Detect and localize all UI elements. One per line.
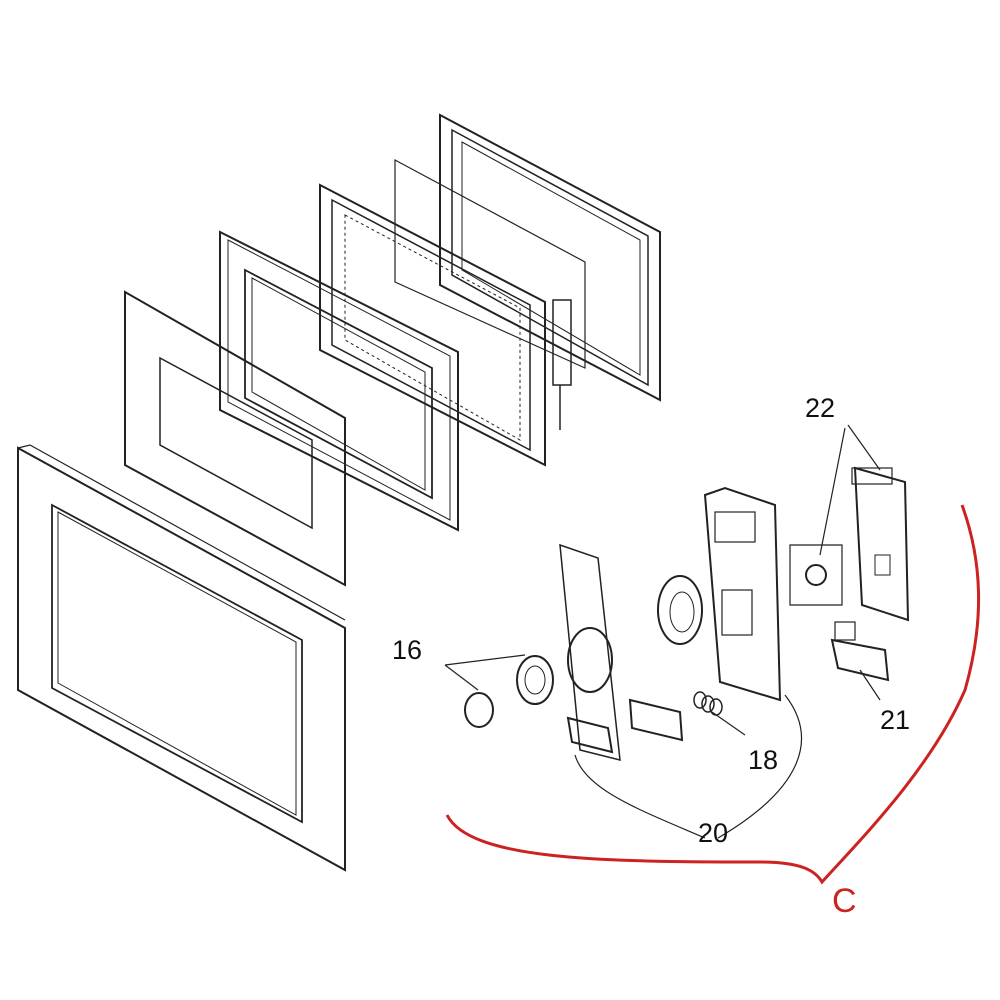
callout-22: 22 (805, 393, 836, 423)
nut-ring (657, 575, 703, 645)
control-bracket-20 (703, 486, 782, 702)
door-choke-frame (319, 183, 546, 467)
callout-20: 20 (698, 818, 729, 848)
callout-16: 16 (392, 635, 423, 665)
switch-part-21 (830, 621, 890, 682)
group-bracket-c (445, 504, 981, 885)
callout-18: 18 (748, 745, 779, 775)
switch-plate-22 (789, 544, 843, 606)
door-screen-sheet (394, 158, 586, 369)
callout-21: 21 (880, 705, 911, 735)
door-back-frame (439, 113, 661, 402)
door-glass-panel (124, 290, 346, 587)
group-label-c: C (832, 882, 857, 920)
door-outer-panel (17, 444, 346, 872)
circuit-board-22 (851, 466, 910, 622)
door-inner-frame (219, 230, 459, 532)
door-latch (552, 299, 572, 430)
spring-part-18 (693, 691, 723, 716)
knob-part-16 (464, 655, 554, 728)
callout-leaders (444, 424, 881, 839)
control-panel-sheet (559, 543, 684, 761)
